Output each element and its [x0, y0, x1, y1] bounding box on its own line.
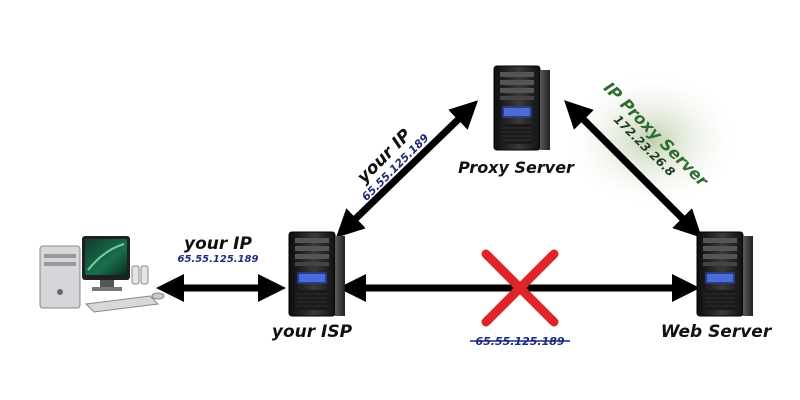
arrow-proxy-web — [564, 100, 702, 238]
client-ip-value: 65.55.125.189 — [178, 254, 259, 265]
desktop-computer-icon — [39, 236, 165, 313]
proxy-server-tower-icon — [493, 65, 551, 151]
blocked-cross-icon — [481, 249, 559, 327]
proxy-server-label: Proxy Server — [458, 158, 575, 177]
client-ip-title: your IP — [184, 234, 252, 254]
isp-server-tower-icon — [288, 231, 346, 317]
arrow-isp-proxy — [335, 100, 479, 238]
isp-label: your ISP — [272, 322, 353, 342]
web-server-tower-icon — [696, 231, 754, 317]
web-server-label: Web Server — [661, 322, 773, 342]
